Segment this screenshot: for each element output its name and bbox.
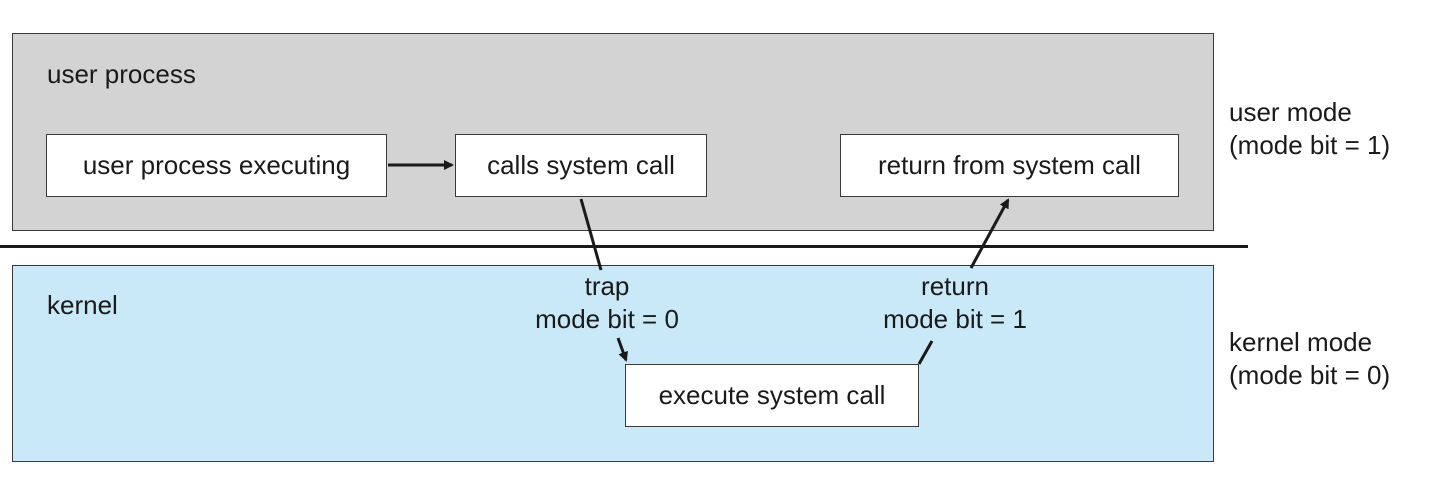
return-edge-label: return mode bit = 1 <box>883 270 1027 336</box>
return-label-line2: mode bit = 1 <box>883 304 1027 334</box>
trap-label-line2: mode bit = 0 <box>535 304 679 334</box>
kernel-mode-line2: (mode bit = 0) <box>1229 360 1391 390</box>
user-process-executing-box: user process executing <box>46 134 387 197</box>
user-process-executing-text: user process executing <box>82 150 351 180</box>
mode-divider-line <box>0 245 1248 248</box>
user-process-region: user process <box>12 33 1214 231</box>
user-mode-line2: (mode bit = 1) <box>1229 130 1391 160</box>
calls-system-call-box: calls system call <box>455 134 707 197</box>
execute-system-call-text: execute system call <box>658 380 886 410</box>
user-mode-label: user mode (mode bit = 1) <box>1229 96 1390 162</box>
kernel-mode-label: kernel mode (mode bit = 0) <box>1229 326 1390 392</box>
arrow-return-lower-segment <box>917 340 934 365</box>
return-from-system-call-text: return from system call <box>878 150 1141 180</box>
user-mode-line1: user mode <box>1229 97 1352 127</box>
execute-system-call-box: execute system call <box>625 364 919 427</box>
arrow-trap-to-kernel <box>616 337 628 362</box>
user-process-label: user process <box>47 59 196 89</box>
kernel-label: kernel <box>47 290 118 320</box>
arrow-return-to-user <box>969 198 1010 269</box>
calls-system-call-text: calls system call <box>487 150 675 180</box>
return-label-line1: return <box>921 271 989 301</box>
kernel-mode-line1: kernel mode <box>1229 327 1373 357</box>
arrow-trap-upper-segment <box>579 198 603 271</box>
trap-label-line1: trap <box>584 271 630 301</box>
kernel-region: kernel <box>12 265 1214 462</box>
return-from-system-call-box: return from system call <box>840 134 1179 197</box>
trap-edge-label: trap mode bit = 0 <box>535 270 679 336</box>
